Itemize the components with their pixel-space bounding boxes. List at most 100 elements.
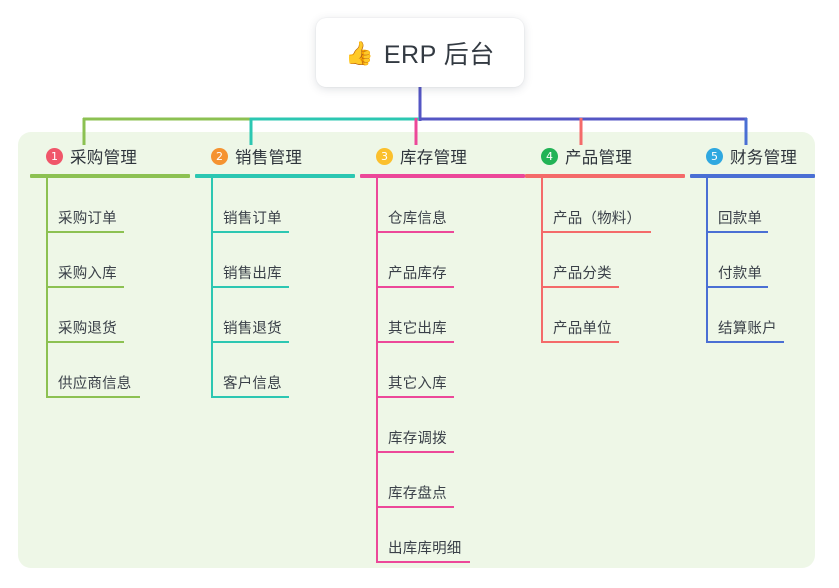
branch-item-rule (46, 396, 140, 398)
branch-item-label: 销售订单 (223, 211, 282, 227)
branch-item-rule (541, 341, 619, 343)
branch-item[interactable]: 库存调拨 (360, 398, 525, 453)
branch-column-product: 4 产品管理产品（物料） 产品分类产品单位 (525, 144, 685, 343)
branch-item-rule (46, 341, 124, 343)
branch-item-label: 销售退货 (223, 321, 282, 337)
branch-item-rule (706, 231, 768, 233)
branch-spine (46, 178, 48, 398)
branch-header-rule (30, 174, 190, 178)
branch-items-finance: 回款单付款单结算账户 (690, 178, 815, 343)
branch-title-sales: 销售管理 (235, 149, 303, 167)
branch-item[interactable]: 产品（物料） (525, 178, 685, 233)
branch-item[interactable]: 供应商信息 (30, 343, 190, 398)
branch-header-procurement[interactable]: 1 采购管理 (30, 144, 190, 168)
branch-item-rule (211, 341, 289, 343)
branch-item[interactable]: 出库库明细 (360, 508, 525, 563)
branch-title-procurement: 采购管理 (70, 149, 138, 167)
branch-item-rule (706, 341, 784, 343)
branch-item-rule (541, 231, 651, 233)
branch-header-product[interactable]: 4 产品管理 (525, 144, 685, 168)
branch-item[interactable]: 回款单 (690, 178, 815, 233)
branch-item[interactable]: 销售出库 (195, 233, 355, 288)
diagram-panel (18, 132, 815, 568)
branch-spine (376, 178, 378, 563)
branch-items-sales: 销售订单销售出库销售退货客户信息 (195, 178, 355, 398)
branch-column-sales: 2 销售管理销售订单销售出库销售退货客户信息 (195, 144, 355, 398)
branch-item-rule (46, 286, 124, 288)
branch-item-label: 其它出库 (388, 321, 447, 337)
branch-number-badge: 1 (46, 147, 63, 165)
branch-item[interactable]: 付款单 (690, 233, 815, 288)
branch-item-rule (376, 451, 454, 453)
branch-items-procurement: 采购订单采购入库采购退货供应商信息 (30, 178, 190, 398)
branch-item-rule (376, 561, 470, 563)
branch-spine (211, 178, 213, 398)
branch-header-rule (195, 174, 355, 178)
branch-item[interactable]: 库存盘点 (360, 453, 525, 508)
branch-items-product: 产品（物料） 产品分类产品单位 (525, 178, 685, 343)
branch-item-label: 其它入库 (388, 376, 447, 392)
branch-item-label: 结算账户 (718, 321, 777, 337)
branch-spine (706, 178, 708, 343)
branch-number-badge: 3 (376, 147, 393, 165)
branch-header-rule (525, 174, 685, 178)
branch-item-rule (376, 506, 454, 508)
branch-item-rule (706, 286, 768, 288)
branch-item-rule (376, 286, 454, 288)
branch-column-procurement: 1 采购管理采购订单采购入库采购退货供应商信息 (30, 144, 190, 398)
branch-column-finance: 5 财务管理回款单付款单结算账户 (690, 144, 815, 343)
branch-item-rule (376, 231, 454, 233)
branch-item[interactable]: 产品分类 (525, 233, 685, 288)
branch-item[interactable]: 其它出库 (360, 288, 525, 343)
branch-item-label: 采购订单 (58, 211, 117, 227)
branch-item-label: 供应商信息 (58, 376, 132, 392)
branch-item[interactable]: 客户信息 (195, 343, 355, 398)
branch-item[interactable]: 产品单位 (525, 288, 685, 343)
root-node[interactable]: 👍 ERP 后台 (316, 18, 524, 87)
branch-item[interactable]: 其它入库 (360, 343, 525, 398)
branch-item[interactable]: 采购入库 (30, 233, 190, 288)
branch-item[interactable]: 结算账户 (690, 288, 815, 343)
branch-number-badge: 5 (706, 147, 723, 165)
branch-item-label: 仓库信息 (388, 211, 447, 227)
branch-item[interactable]: 采购退货 (30, 288, 190, 343)
root-node-title: ERP 后台 (383, 40, 495, 69)
branch-item[interactable]: 销售退货 (195, 288, 355, 343)
branch-item-label: 库存调拨 (388, 431, 447, 447)
branch-items-inventory: 仓库信息产品库存其它出库其它入库库存调拨库存盘点出库库明细 (360, 178, 525, 563)
branch-header-sales[interactable]: 2 销售管理 (195, 144, 355, 168)
branch-header-inventory[interactable]: 3 库存管理 (360, 144, 525, 168)
branch-item-rule (376, 396, 454, 398)
branch-item[interactable]: 销售订单 (195, 178, 355, 233)
branch-number-badge: 2 (211, 147, 228, 165)
branch-item-rule (46, 231, 124, 233)
branch-item-label: 产品分类 (553, 266, 612, 282)
branch-item-label: 采购入库 (58, 266, 117, 282)
branch-item-label: 库存盘点 (388, 486, 447, 502)
branch-title-product: 产品管理 (565, 149, 633, 167)
branch-spine (541, 178, 543, 343)
branch-item-label: 产品（物料） (553, 211, 642, 227)
branch-item-label: 客户信息 (223, 376, 282, 392)
branch-number-badge: 4 (541, 147, 558, 165)
branch-item-label: 回款单 (718, 211, 763, 227)
branch-item-rule (211, 231, 289, 233)
branch-item[interactable]: 采购订单 (30, 178, 190, 233)
branch-header-rule (690, 174, 815, 178)
branch-column-inventory: 3 库存管理仓库信息产品库存其它出库其它入库库存调拨库存盘点出库库明细 (360, 144, 525, 563)
branch-header-rule (360, 174, 525, 178)
branch-title-inventory: 库存管理 (400, 149, 468, 167)
branch-item-rule (541, 286, 619, 288)
branch-item[interactable]: 仓库信息 (360, 178, 525, 233)
branch-item-rule (211, 396, 289, 398)
branch-item[interactable]: 产品库存 (360, 233, 525, 288)
branch-item-rule (211, 286, 289, 288)
branch-header-finance[interactable]: 5 财务管理 (690, 144, 815, 168)
thumbs-up-icon: 👍 (345, 40, 374, 66)
branch-item-label: 产品单位 (553, 321, 612, 337)
branch-title-finance: 财务管理 (730, 149, 798, 167)
branch-item-rule (376, 341, 454, 343)
branch-item-label: 产品库存 (388, 266, 447, 282)
